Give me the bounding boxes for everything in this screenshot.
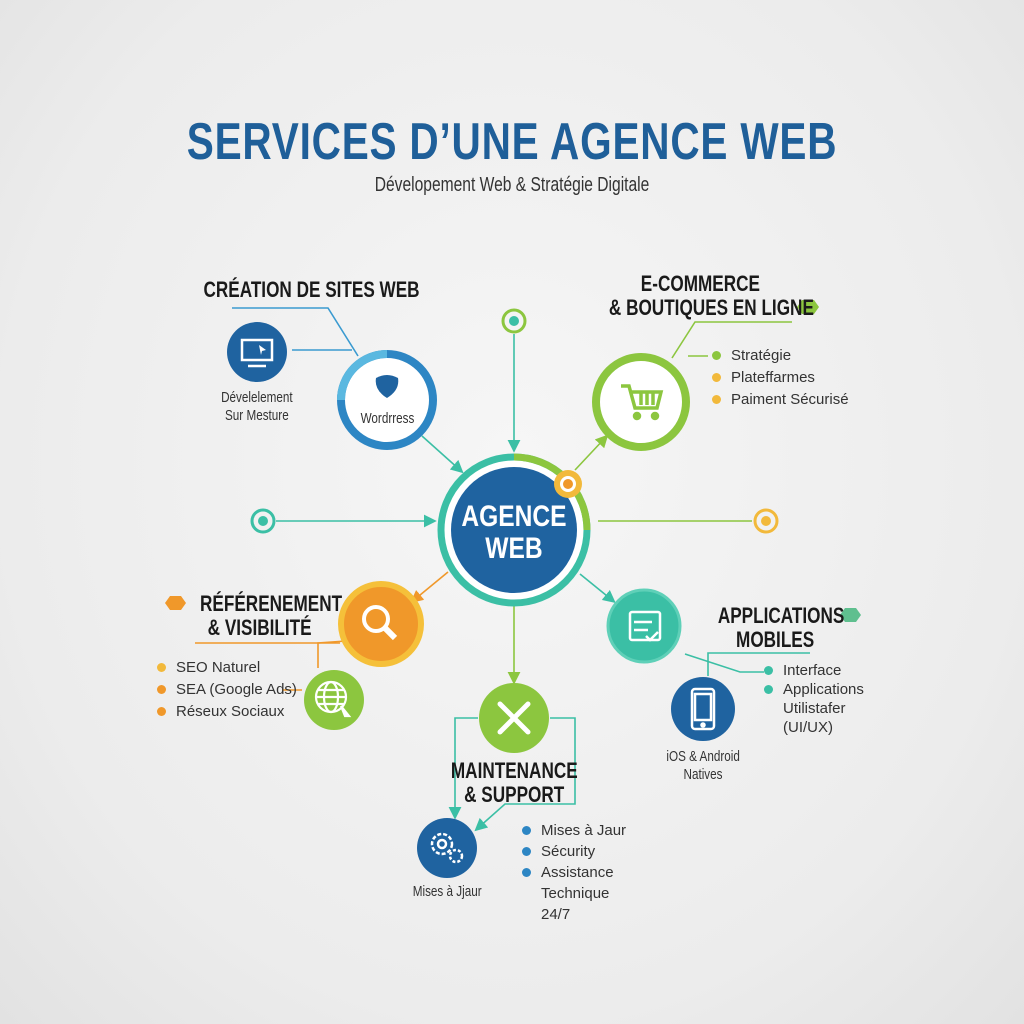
app-node[interactable] xyxy=(606,588,682,664)
globe-node[interactable] xyxy=(304,670,364,730)
list-item: Applications Utilistafer (UI/UX) xyxy=(764,680,864,737)
list-item: Interface xyxy=(764,661,864,680)
monitor-node[interactable] xyxy=(227,322,287,382)
list-item: Sécurity xyxy=(522,841,637,862)
creation-heading: CRÉATION DE SITES WEB xyxy=(203,277,421,302)
monitor-icon xyxy=(240,338,274,368)
cart-node[interactable] xyxy=(592,353,690,451)
orange-badge xyxy=(554,470,582,498)
phone-icon xyxy=(690,687,716,731)
hexagon-green xyxy=(797,300,819,314)
maintenance-heading: MAINTENANCE & SUPPORT xyxy=(451,758,578,807)
list-item: Assistance Technique 24/7 xyxy=(522,862,637,925)
target-node-right xyxy=(753,508,779,534)
search-icon xyxy=(362,605,398,641)
custom-dev-label: Dévelelement Sur Mesture xyxy=(221,389,293,424)
gears-label: Mises à Jjaur xyxy=(412,883,482,900)
list-item: Mises à Jaur xyxy=(522,820,637,841)
phone-label: iOS & Android Natives xyxy=(666,748,740,783)
gears-icon xyxy=(430,832,464,864)
hexagon-teal xyxy=(840,608,861,622)
seo-heading: RÉFÉRENEMENT & VISIBILITÉ xyxy=(200,591,343,640)
mobile-heading: APPLICATIONS MOBILES xyxy=(717,603,845,652)
app-icon xyxy=(628,610,662,642)
search-node[interactable] xyxy=(338,581,424,667)
mobile-list: Interface Applications Utilistafer (UI/U… xyxy=(764,661,864,737)
gears-node[interactable] xyxy=(417,818,477,878)
cart-icon xyxy=(621,384,664,421)
wrench-node[interactable] xyxy=(479,683,549,753)
wordpress-node[interactable] xyxy=(337,350,437,450)
globe-icon xyxy=(314,680,352,718)
wordpress-label: Wordrress xyxy=(360,410,414,427)
maintenance-list: Mises à Jaur Sécurity Assistance Techniq… xyxy=(522,820,637,925)
wrench-icon xyxy=(497,701,531,735)
target-node-left xyxy=(250,508,276,534)
center-node[interactable]: AGENCE WEB xyxy=(437,453,591,607)
list-item: Paiment Sécurisé xyxy=(712,389,849,411)
phone-node[interactable] xyxy=(671,677,735,741)
wordpress-icon xyxy=(375,375,399,398)
center-label-2: WEB xyxy=(485,531,542,565)
ecommerce-heading: E-COMMERCE & BOUTIQUES EN LIGNE xyxy=(608,271,814,320)
list-item: SEA (Google Ads) xyxy=(157,679,297,701)
ecommerce-list: Stratégie Plateffarmes Paiment Sécurisé xyxy=(712,345,849,411)
target-node-top xyxy=(501,308,527,334)
page-title: SERVICES D’UNE AGENCE WEB xyxy=(186,113,838,171)
page-subtitle: Dévelopement Web & Stratégie Digitale xyxy=(374,174,650,196)
hexagon-orange xyxy=(165,596,186,610)
list-item: SEO Naturel xyxy=(157,657,297,679)
list-item: Plateffarmes xyxy=(712,367,849,389)
center-label-1: AGENCE xyxy=(461,499,566,533)
list-item: Stratégie xyxy=(712,345,849,367)
connectors xyxy=(195,307,810,832)
seo-list: SEO Naturel SEA (Google Ads) Réseux Soci… xyxy=(157,657,297,723)
list-item: Réseux Sociaux xyxy=(157,701,297,723)
